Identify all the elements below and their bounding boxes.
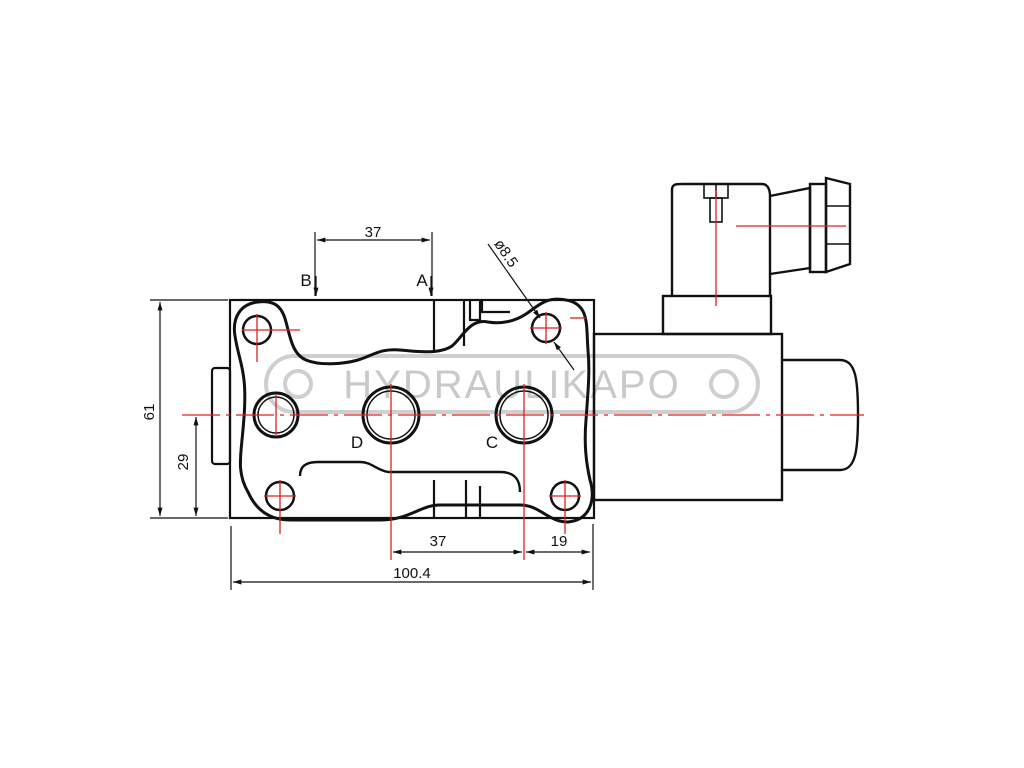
cable-gland-nut (824, 176, 852, 274)
port-label-b: B (300, 271, 311, 290)
centerlines (182, 190, 864, 560)
dim-label-bottom-37: 37 (430, 533, 447, 550)
dim-label-top-37: 37 (365, 224, 382, 241)
valve-body (210, 297, 596, 524)
port-label-a: A (416, 271, 428, 290)
hole-centerline (549, 480, 581, 534)
left-plug (210, 366, 232, 466)
solenoid (592, 176, 860, 502)
flange-contour (232, 297, 594, 524)
dim-label-overall-height: 61 (141, 404, 158, 421)
dim-hole-leader (487, 243, 541, 319)
top-notch (468, 300, 482, 322)
port-label-d: D (351, 433, 363, 452)
dim-top-extension (314, 232, 433, 296)
connector-base (661, 294, 773, 336)
dimensions (150, 232, 594, 590)
dim-label-19: 19 (551, 533, 568, 550)
hole-centerline (264, 480, 296, 534)
watermark: HYDRAULIKAPO (264, 354, 760, 414)
lower-pocket (298, 460, 522, 493)
cable-gland-inner (808, 182, 828, 274)
watermark-text: HYDRAULIKAPO (343, 363, 680, 407)
top-notch (480, 300, 510, 314)
dim-label-center-height: 29 (175, 454, 192, 471)
dim-label-overall-length: 100.4 (393, 565, 431, 582)
dim-hole-leader-lower (553, 341, 575, 371)
hole-centerline (530, 312, 562, 344)
port-label-c: C (486, 433, 498, 452)
dim-height-extension (150, 299, 228, 519)
solenoid-coil (592, 332, 784, 502)
connector-neck (769, 186, 812, 276)
connector-body (670, 182, 772, 296)
hole-centerline (242, 314, 300, 362)
gland-detail (826, 205, 850, 245)
